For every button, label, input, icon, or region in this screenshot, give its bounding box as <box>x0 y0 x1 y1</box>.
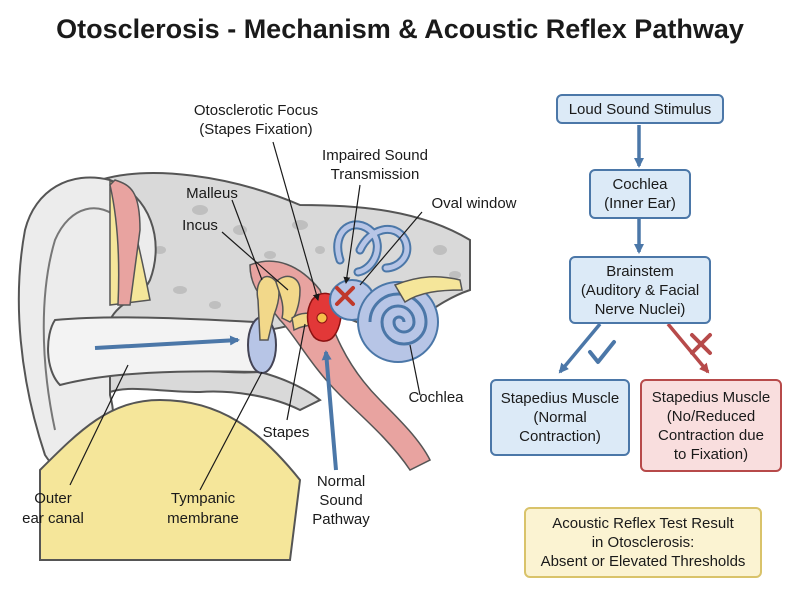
label-cochlea: Cochlea <box>408 389 464 406</box>
box-text-line: Brainstem <box>606 262 674 280</box>
malleus-bone <box>256 275 280 341</box>
label-oval-window: Oval window <box>431 195 516 212</box>
anatomy-labels: Otosclerotic Focus (Stapes Fixation) Impa… <box>22 102 517 528</box>
box-text-line: Contraction) <box>519 428 601 445</box>
ear-illustration <box>17 172 471 561</box>
label-line: Tympanic <box>171 490 236 507</box>
arrow-brainstem-to-normal <box>558 322 602 374</box>
box-loud-sound-stimulus: Loud Sound Stimulus <box>556 94 724 124</box>
cross-icon <box>690 333 712 355</box>
diagram-title: Otosclerosis - Mechanism & Acoustic Refl… <box>56 14 744 44</box>
label-line: Normal <box>317 473 365 490</box>
incus-bone <box>275 275 301 323</box>
auricle-fold <box>42 207 121 431</box>
box-text-line: (Normal <box>533 409 587 426</box>
arrow-brainstem-to-fixed <box>666 322 710 374</box>
box-text-line: Loud Sound Stimulus <box>568 100 712 118</box>
label-line: Pathway <box>312 511 370 528</box>
check-icon <box>588 340 616 364</box>
label-tympanic-membrane: Tympanic membrane <box>167 490 239 527</box>
label-line: Sound <box>319 492 362 509</box>
box-text-line: to Fixation) <box>673 445 749 463</box>
label-otosclerotic-focus: Otosclerotic Focus (Stapes Fixation) <box>194 102 318 138</box>
label-line: Cochlea <box>408 389 464 406</box>
box-text-line: Cochlea <box>612 176 668 193</box>
flow-arrows <box>558 125 712 374</box>
box-text-line: Acoustic Reflex Test Result <box>552 515 734 532</box>
box-text-line: Absent or Elevated Thresholds <box>540 553 746 570</box>
box-text-line: in Otosclerosis: <box>591 534 695 551</box>
label-line: Stapes <box>263 424 310 441</box>
leader-lines <box>69 141 423 491</box>
sound-wave-arrow <box>94 335 240 350</box>
label-line: Malleus <box>186 185 238 202</box>
tissue-red-left <box>109 179 141 306</box>
impaired-transmission-cross-icon <box>335 286 355 306</box>
box-text-line: Contraction due <box>658 426 764 444</box>
label-outer-ear-canal: Outer ear canal <box>22 490 84 527</box>
box-cochlea-inner-ear: Cochlea (Inner Ear) <box>589 169 691 219</box>
label-line: Otosclerotic Focus <box>194 102 318 119</box>
auditory-nerve <box>393 275 463 304</box>
label-malleus: Malleus <box>186 185 238 202</box>
box-text-line: Nerve Nuclei) <box>594 300 686 318</box>
label-line: Oval window <box>431 195 516 212</box>
box-text-line: (Inner Ear) <box>604 195 676 212</box>
box-text-line: Stapedius Muscle <box>651 388 771 406</box>
label-line: Outer <box>34 490 72 507</box>
label-line: Incus <box>182 217 218 234</box>
label-incus: Incus <box>182 217 218 234</box>
normal-sound-pathway-arrow <box>321 350 338 471</box>
box-text-line: (No/Reduced <box>666 407 756 425</box>
box-text-line: (Auditory & Facial <box>580 281 700 299</box>
label-stapes: Stapes <box>263 424 310 441</box>
label-line: Impaired Sound <box>322 147 428 164</box>
label-line: ear canal <box>22 510 84 527</box>
ear-canal <box>47 316 260 387</box>
box-acoustic-reflex-result: Acoustic Reflex Test Result in Otoscleros… <box>524 507 762 578</box>
soft-tissue-lower <box>39 398 302 561</box>
label-line: membrane <box>167 510 239 527</box>
label-line: (Stapes Fixation) <box>199 121 312 138</box>
box-text-line: Stapedius Muscle <box>500 390 620 407</box>
label-line: Transmission <box>331 166 420 183</box>
